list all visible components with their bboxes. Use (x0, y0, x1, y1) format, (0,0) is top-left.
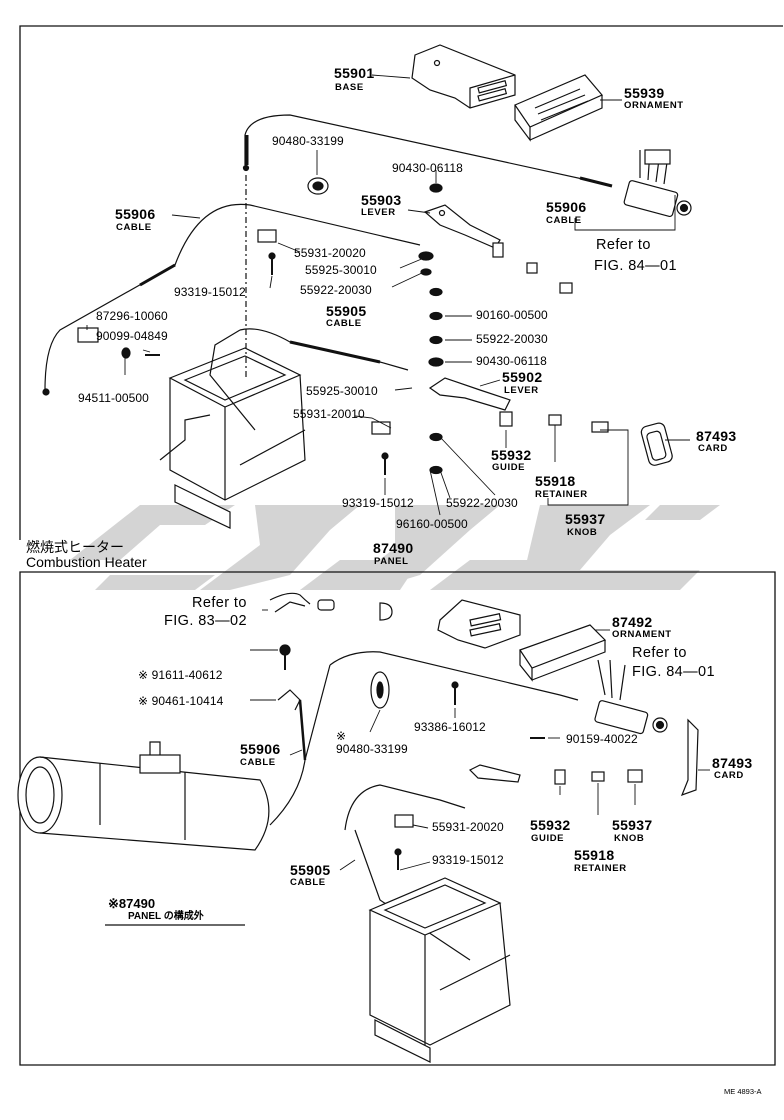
label-55925-30010-top: 55925-30010 (305, 263, 377, 277)
label-55931-20020-top: 55931-20020 (294, 246, 366, 260)
bottom-cable (329, 651, 579, 701)
label-guide-bottom-name: GUIDE (531, 833, 565, 844)
label-ornament-num: 55939 (624, 85, 665, 101)
label-ornament-bottom-num: 87492 (612, 614, 653, 630)
label-lever2-num: 55902 (502, 369, 543, 385)
label-55922-20030-top: 55922-20030 (300, 283, 372, 297)
label-90430-06118-mid: 90430-06118 (476, 354, 547, 368)
label-90461-10414: ※ 90461-10414 (138, 694, 224, 708)
watermark-logo (70, 505, 720, 590)
label-cable-bottom-b-num: 55905 (290, 862, 331, 878)
label-cable-b-name: CABLE (546, 215, 582, 226)
lever-55902 (428, 377, 513, 427)
label-refer-bottom2-1: Refer to (632, 645, 687, 661)
heater-title-jp: 燃焼式ヒーター (26, 539, 124, 555)
note-excluded-text: PANEL の構成外 (128, 911, 204, 922)
label-base-num: 55901 (334, 65, 375, 81)
label-knob-bottom-name: KNOB (614, 833, 645, 844)
label-87296-10060: 87296-10060 (96, 309, 168, 323)
bottom-cable-55905 (344, 784, 466, 831)
label-retainer-bottom-name: RETAINER (574, 863, 627, 874)
note-excluded-num: ※87490 (108, 896, 156, 911)
label-knob-top-num: 55937 (565, 511, 606, 527)
label-card-top-name: CARD (698, 443, 728, 454)
label-90480-33199-bottom: 90480-33199 (336, 742, 408, 756)
switch-bottom (594, 659, 668, 735)
ornament-part (514, 74, 603, 142)
label-lever-name: LEVER (361, 207, 396, 218)
label-refer-bottom1-1: Refer to (192, 595, 247, 611)
label-lever2-name: LEVER (504, 385, 539, 396)
bottom-parts (17, 592, 699, 1063)
label-guide-top-name: GUIDE (492, 462, 526, 473)
label-cable-bottom-a-name: CABLE (240, 757, 276, 768)
label-refer-top-1: Refer to (596, 237, 651, 253)
label-90480-33199-mark: ※ (336, 729, 347, 743)
label-55931-20020-bottom: 55931-20020 (432, 820, 504, 834)
label-ornament-name: ORNAMENT (624, 100, 684, 111)
switch-part (623, 149, 692, 218)
lever-part (423, 204, 573, 294)
heater-tube (17, 741, 270, 851)
label-base-name: BASE (335, 82, 364, 93)
base-part (411, 44, 516, 109)
label-card-bottom-name: CARD (714, 770, 744, 781)
label-cable-c-name: CABLE (326, 318, 362, 329)
bottom-leaders (250, 609, 710, 871)
label-lever-num: 55903 (361, 192, 402, 208)
top-leaders (86, 74, 690, 516)
label-card-bottom-num: 87493 (712, 755, 753, 771)
label-knob-bottom-num: 55937 (612, 817, 653, 833)
label-90159-40022: 90159-40022 (566, 732, 638, 746)
heater-box-top (159, 347, 306, 529)
label-refer-bottom2-2: FIG. 84—01 (632, 664, 715, 680)
label-retainer-bottom-num: 55918 (574, 847, 615, 863)
base-bottom (437, 599, 521, 649)
drawing-code: ME 4893-A (724, 1087, 762, 1096)
label-93386-16012: 93386-16012 (414, 720, 486, 734)
label-91611-40612: ※ 91611-40612 (138, 668, 223, 682)
label-cable-bottom-a-num: 55906 (240, 741, 281, 757)
left-cable (44, 203, 421, 391)
top-frame (19, 25, 783, 30)
label-guide-top-num: 55932 (491, 447, 532, 463)
label-55922-20030-mid: 55922-20030 (476, 332, 548, 346)
top-parts (42, 44, 692, 529)
grommet-part (307, 177, 329, 195)
label-55931-20010: 55931-20010 (293, 407, 365, 421)
upper-cable (244, 114, 611, 186)
label-cable-c-num: 55905 (326, 303, 367, 319)
label-90099-04849: 90099-04849 (96, 329, 168, 343)
label-90160-00500: 90160-00500 (476, 308, 548, 322)
label-panel-name: PANEL (374, 556, 409, 567)
label-ornament-bottom-name: ORNAMENT (612, 629, 672, 640)
label-guide-bottom-num: 55932 (530, 817, 571, 833)
label-retainer-top-name: RETAINER (535, 489, 588, 500)
label-55925-30010-mid: 55925-30010 (306, 384, 378, 398)
label-cable-a-name: CABLE (116, 222, 152, 233)
label-90480-33199: 90480-33199 (272, 134, 344, 148)
label-93319-15012-top: 93319-15012 (174, 285, 246, 299)
label-93319-15012-mid: 93319-15012 (342, 496, 414, 510)
label-retainer-top-num: 55918 (535, 473, 576, 489)
bottom-frame (19, 571, 776, 1066)
label-panel-num: 87490 (373, 540, 414, 556)
heater-title-en: Combustion Heater (26, 554, 147, 570)
label-55922-20030-low: 55922-20030 (446, 496, 518, 510)
label-cable-a-num: 55906 (115, 206, 156, 222)
label-knob-top-name: KNOB (567, 527, 598, 538)
label-card-top-num: 87493 (696, 428, 737, 444)
label-refer-top-2: FIG. 84—01 (594, 258, 677, 274)
label-96160-00500: 96160-00500 (396, 517, 468, 531)
label-90430-06118: 90430-06118 (392, 161, 463, 175)
label-94511-00500: 94511-00500 (78, 391, 149, 405)
label-refer-bottom1-2: FIG. 83—02 (164, 613, 247, 629)
ornament-bottom (519, 624, 607, 682)
label-cable-bottom-b-name: CABLE (290, 877, 326, 888)
heater-box-bottom (368, 877, 511, 1063)
label-93319-15012-bottom: 93319-15012 (432, 853, 504, 867)
label-cable-b-num: 55906 (546, 199, 587, 215)
